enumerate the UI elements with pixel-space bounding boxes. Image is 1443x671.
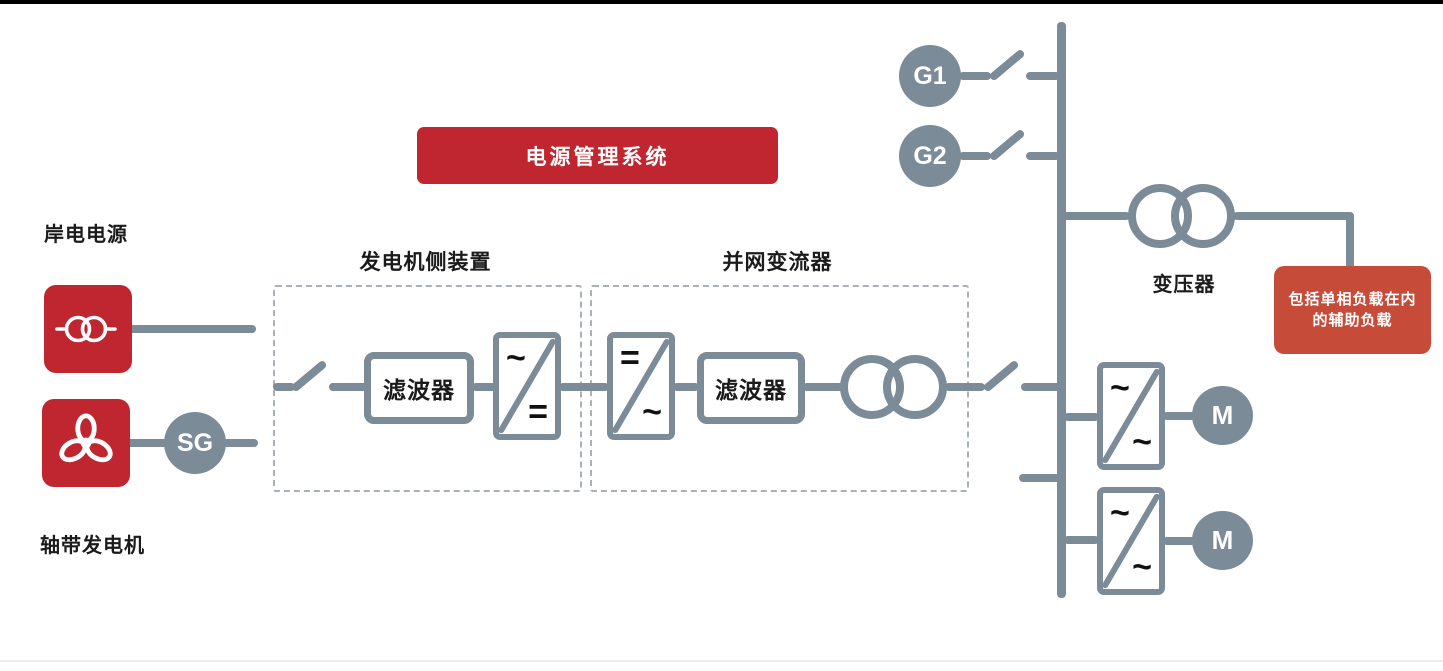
converter-diagonal-icon — [613, 338, 669, 434]
sg-badge: SG — [164, 412, 226, 474]
motor1-badge: M — [1192, 386, 1253, 445]
motor1-bus-line — [1064, 413, 1099, 421]
ac-symbol: ~ — [1110, 494, 1130, 532]
motor2-bus-line — [1064, 536, 1099, 544]
motor2-line — [1163, 537, 1195, 545]
dc-ac-converter-box: = ~ — [607, 332, 675, 440]
motor2-badge: M — [1192, 511, 1253, 570]
transformer-label: 变压器 — [1152, 274, 1216, 296]
motor2-drive-box: ~ ~ — [1097, 487, 1165, 595]
ac-symbol: ~ — [1132, 423, 1152, 461]
dc-link-line — [559, 383, 609, 391]
motor1-line — [1163, 412, 1195, 420]
generator-g2-badge: G2 — [899, 125, 961, 187]
grid-transformer-icon — [883, 355, 947, 419]
breaker2-bus-line — [1021, 383, 1061, 391]
g2-bus-line — [1026, 152, 1060, 160]
shaft-generator-label: 轴带发电机 — [40, 535, 145, 557]
converter-diagonal-icon — [1103, 493, 1159, 589]
sg-badge-label: SG — [176, 428, 214, 457]
converter-diagonal-icon — [499, 338, 555, 434]
converter-diagonal-icon — [1103, 368, 1159, 464]
converter-filter2-line — [673, 383, 699, 391]
pms-banner: 电源管理系统 — [417, 127, 778, 184]
g1-switch-icon — [988, 48, 1026, 82]
aux-feed-drop-line — [1346, 214, 1354, 269]
filter1-converter-line — [472, 383, 496, 391]
shore-connection-line — [128, 325, 256, 333]
filter2-transformer-line — [803, 383, 843, 391]
ac-symbol: ~ — [506, 339, 526, 377]
ac-dc-converter-box: ~ = — [493, 332, 561, 440]
shore-transformer-icon — [55, 315, 117, 343]
generator-side-unit-title: 发电机侧装置 — [359, 251, 492, 274]
aux-feed-line — [1233, 212, 1354, 220]
g2-line — [959, 152, 991, 160]
motor1-label: M — [1211, 400, 1234, 430]
pms-banner-label: 电源管理系统 — [525, 145, 670, 169]
shaft-generator-box — [42, 399, 130, 487]
sg-output-line — [222, 439, 258, 447]
breaker1-line — [273, 383, 295, 391]
generator-filter-label: 滤波器 — [383, 377, 455, 403]
grid-converter-title: 并网变流器 — [722, 251, 833, 274]
g1-bus-line — [1026, 72, 1060, 80]
bus-stub-line — [1019, 474, 1063, 482]
dc-symbol: = — [620, 339, 640, 377]
main-bus-bar — [1057, 22, 1066, 598]
transformer-branch-line — [1062, 212, 1130, 220]
transformer-breaker-line — [945, 383, 985, 391]
g1-label: G1 — [913, 61, 947, 90]
dc-symbol: = — [528, 393, 548, 431]
generator-g1-badge: G1 — [899, 45, 961, 107]
ac-symbol: ~ — [1132, 548, 1152, 586]
shore-power-box — [44, 285, 132, 373]
grid-filter-box: 滤波器 — [697, 352, 805, 424]
g2-switch-icon — [988, 128, 1026, 162]
aux-transformer-icon — [1171, 184, 1235, 248]
shaft-connection-line — [126, 439, 168, 447]
aux-load-box: 包括单相负载在内 的辅助负载 — [1274, 266, 1431, 354]
top-border — [0, 0, 1443, 4]
bottom-border — [0, 660, 1443, 662]
breaker2-switch-icon — [982, 359, 1020, 393]
grid-filter-label: 滤波器 — [715, 377, 787, 403]
generator-filter-box: 滤波器 — [364, 352, 474, 424]
propeller-icon — [59, 413, 113, 463]
motor1-drive-box: ~ ~ — [1097, 362, 1165, 470]
ac-symbol: ~ — [1110, 369, 1130, 407]
aux-load-text-line2: 的辅助负载 — [1312, 312, 1393, 329]
aux-load-text-line1: 包括单相负载在内 — [1288, 291, 1417, 308]
motor2-label: M — [1211, 525, 1234, 555]
ac-symbol: ~ — [642, 393, 662, 431]
shore-power-label: 岸电电源 — [44, 224, 128, 246]
breaker1-out-line — [329, 383, 367, 391]
g2-label: G2 — [913, 141, 947, 170]
g1-line — [959, 72, 991, 80]
